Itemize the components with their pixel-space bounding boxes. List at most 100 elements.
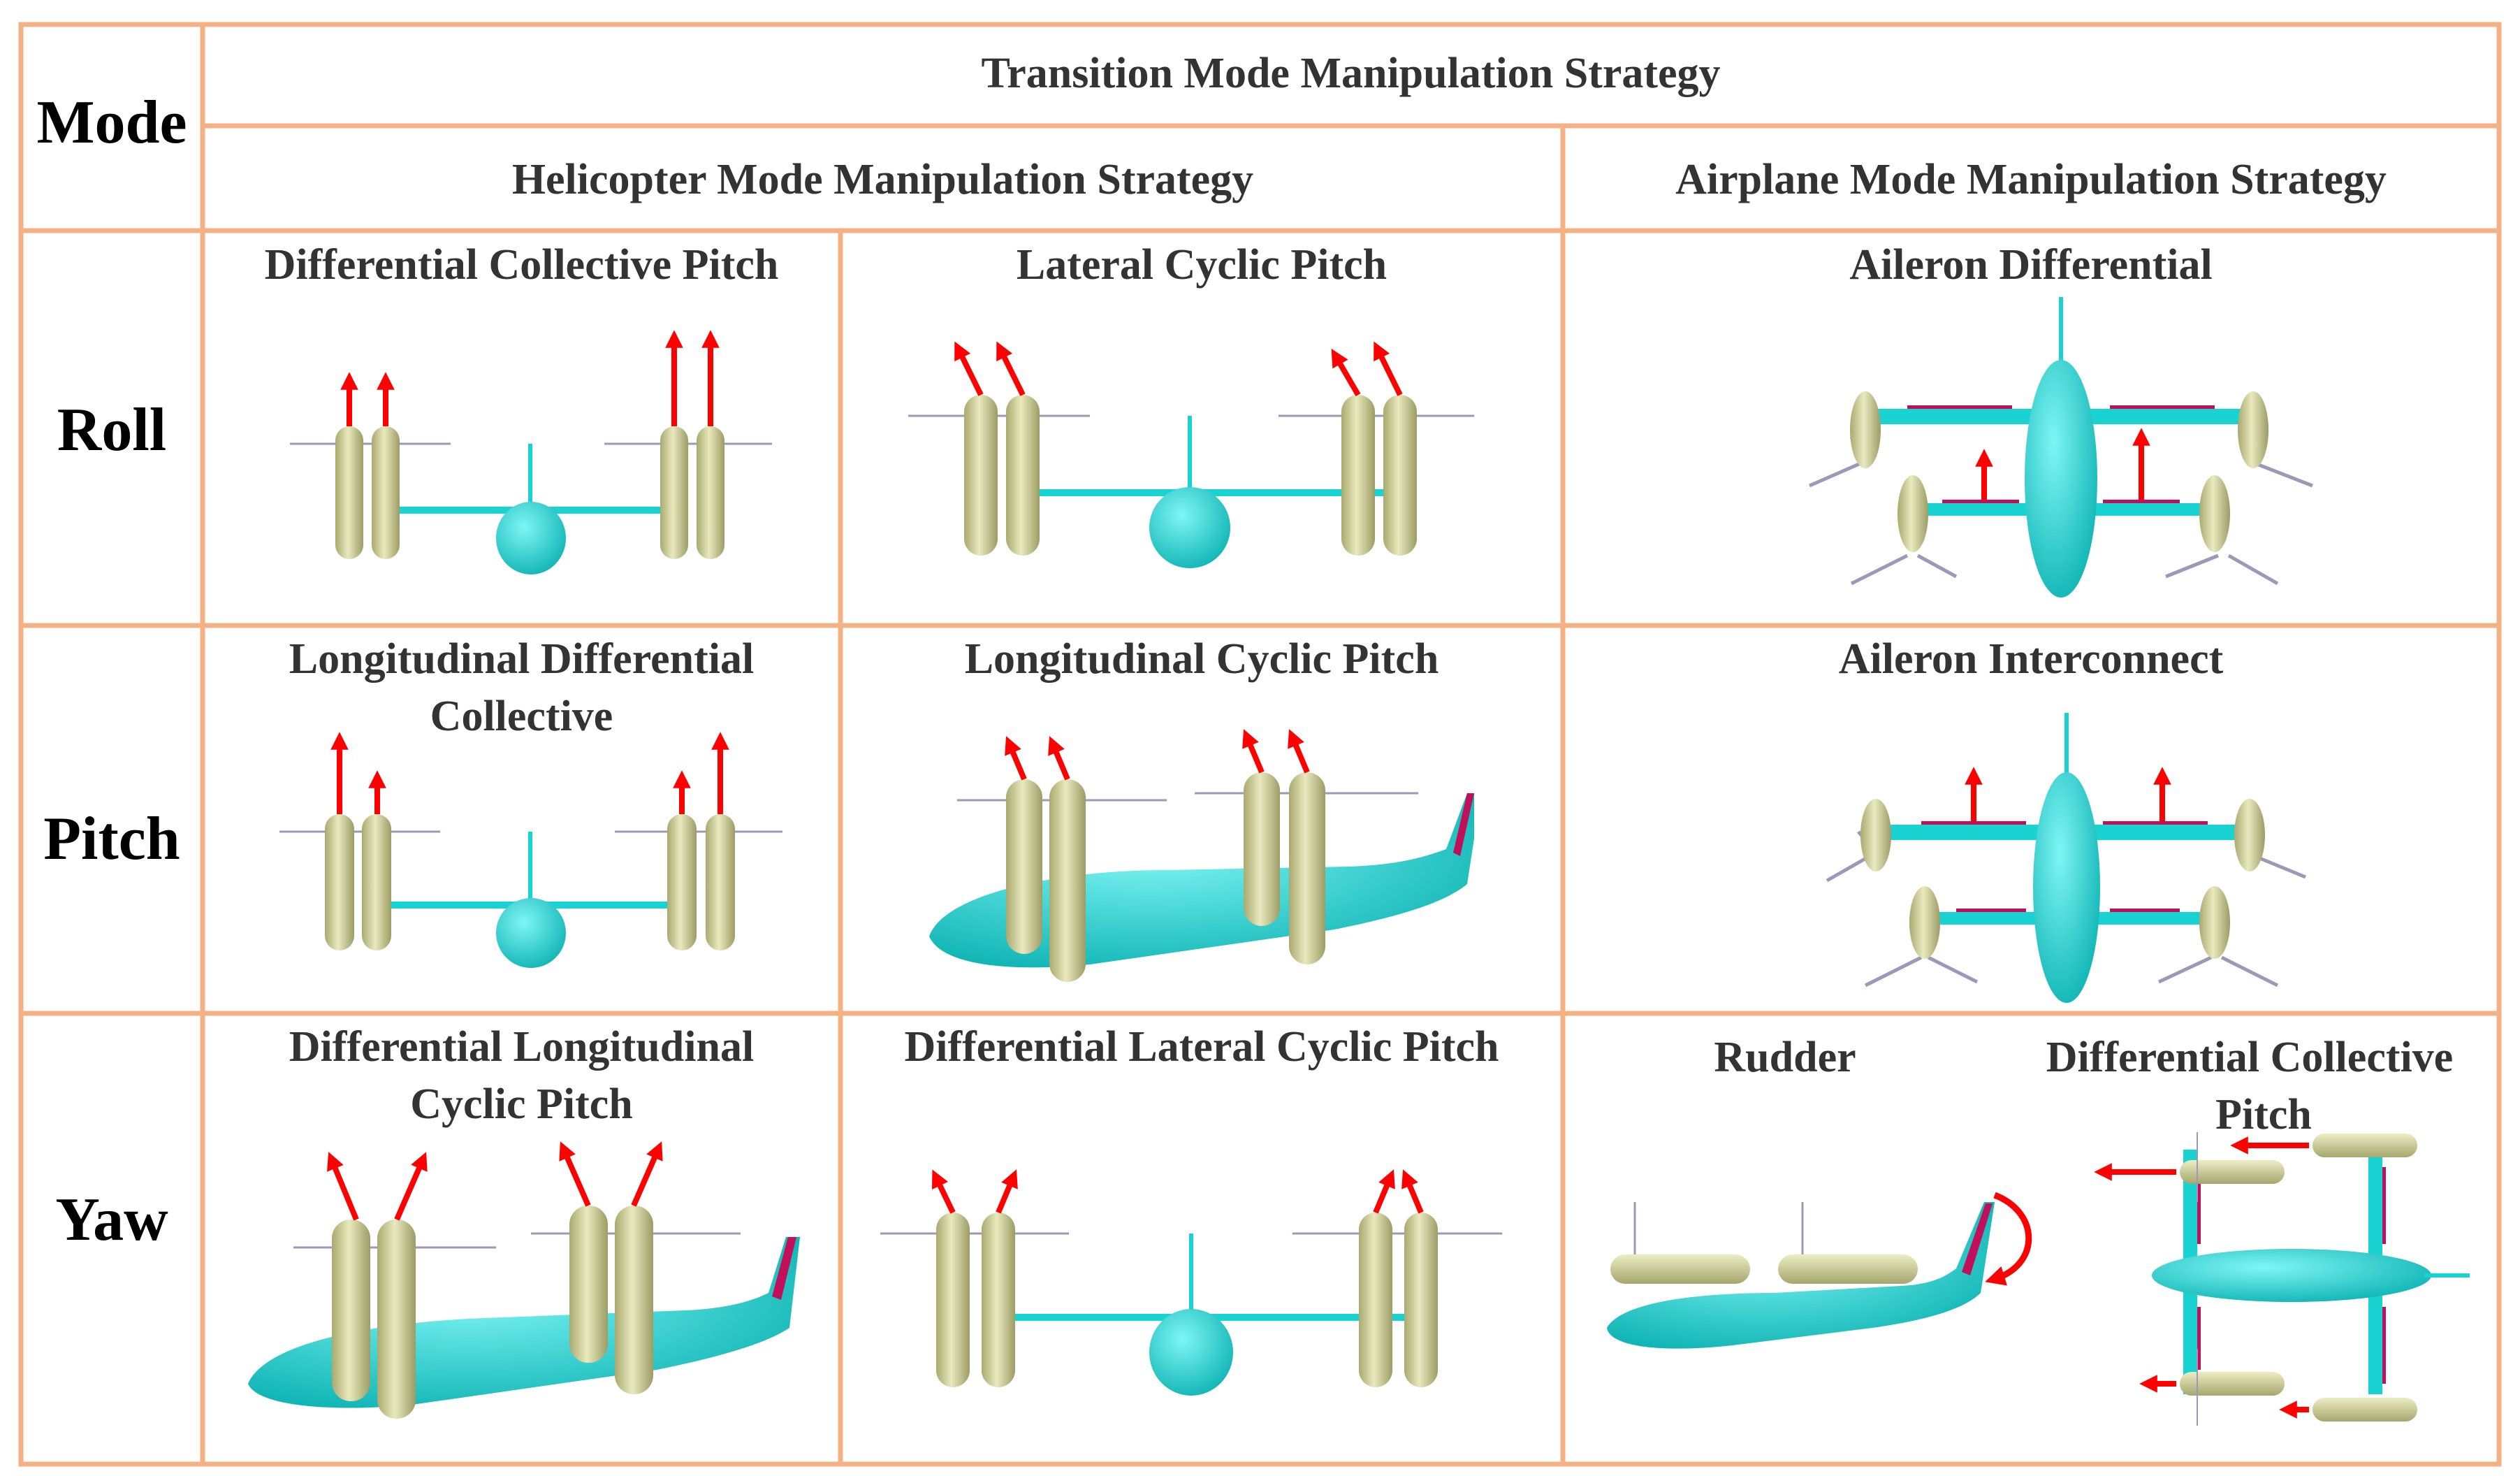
figure-pitch-longitudinal-cyclic <box>929 729 1474 982</box>
rudder <box>1962 1203 1993 1275</box>
aileron <box>1956 909 2026 912</box>
nacelle <box>1359 1213 1392 1387</box>
helicopter-header: Helicopter Mode Manipulation Strategy <box>511 156 1254 203</box>
nacelle <box>982 1213 1015 1387</box>
nacelle <box>1383 395 1417 556</box>
figure-roll-lateral-cyclic <box>908 341 1474 568</box>
aileron <box>2103 821 2208 825</box>
thrust-arrows <box>327 1141 663 1221</box>
caption-roll-col1: Differential Collective Pitch <box>264 241 779 289</box>
figure-yaw-rudder <box>1607 1192 2032 1349</box>
caption-roll-col3: Aileron Differential <box>1849 241 2213 289</box>
nacelle <box>1049 779 1086 982</box>
figure-roll-differential-collective <box>290 330 772 574</box>
aileron <box>2110 909 2180 912</box>
aileron <box>1921 821 2026 825</box>
aileron <box>1907 405 2012 409</box>
lift-arrows <box>1975 428 2150 500</box>
nacelle <box>1289 772 1325 964</box>
aileron <box>2110 405 2215 409</box>
fuselage <box>248 1237 800 1408</box>
nacelle <box>964 395 998 556</box>
nacelle <box>667 814 697 950</box>
aileron <box>2103 500 2180 503</box>
nacelle <box>2199 886 2230 959</box>
fuselage <box>1607 1202 1995 1349</box>
nacelle <box>615 1206 653 1394</box>
transition-header: Transition Mode Manipulation Strategy <box>981 50 1721 97</box>
fuselage <box>496 502 566 574</box>
nacelle <box>569 1206 608 1363</box>
control-surface <box>2382 1167 2386 1244</box>
nacelle <box>2180 1372 2285 1396</box>
nacelle <box>2234 799 2265 871</box>
fuselage <box>1149 487 1230 568</box>
caption-pitch-col2: Longitudinal Cyclic Pitch <box>964 635 1439 683</box>
nacelle <box>1898 475 1928 552</box>
nacelle <box>325 814 354 950</box>
nacelle <box>2313 1134 2417 1157</box>
caption-yaw-col2: Differential Lateral Cyclic Pitch <box>904 1023 1499 1071</box>
caption-yaw-col1-line1: Differential Longitudinal <box>289 1023 755 1071</box>
nacelle <box>362 814 391 950</box>
mode-header: Mode <box>36 89 187 157</box>
thrust-arrows <box>931 1169 1424 1214</box>
tail-fin <box>528 444 532 507</box>
nacelle <box>1341 395 1375 556</box>
figure-roll-aileron-differential <box>1808 297 2313 598</box>
wing-right <box>538 507 678 514</box>
caption-roll-col2: Lateral Cyclic Pitch <box>1016 241 1388 289</box>
nacelle <box>1244 772 1280 926</box>
nacelle <box>2238 391 2268 468</box>
nacelle <box>1860 799 1891 871</box>
figure-pitch-aileron-interconnect <box>1826 713 2306 1003</box>
row-label-yaw: Yaw <box>55 1186 168 1254</box>
airplane-header: Airplane Mode Manipulation Strategy <box>1675 156 2387 203</box>
nacelle <box>335 426 363 559</box>
nacelle <box>377 1220 416 1419</box>
aileron <box>1942 500 2019 503</box>
nacelle <box>2180 1160 2285 1184</box>
thrust-arrows <box>2094 1136 2309 1419</box>
row-label-pitch: Pitch <box>43 805 180 873</box>
fuselage <box>2033 772 2100 1003</box>
nacelle <box>1404 1213 1438 1387</box>
caption-yaw-col3-rudder: Rudder <box>1714 1034 1856 1081</box>
thrust-arrows <box>340 330 720 426</box>
tail-fin <box>1453 793 1474 856</box>
nacelle <box>936 1213 970 1387</box>
nacelle <box>332 1220 370 1401</box>
nacelle <box>1006 779 1042 954</box>
nacelle <box>1778 1254 1918 1284</box>
fuselage <box>496 898 566 968</box>
figure-yaw-differential-collective <box>2094 1132 2470 1426</box>
nacelle <box>1850 391 1881 468</box>
control-surface <box>2197 1307 2201 1370</box>
tail-fin <box>1188 416 1192 493</box>
nacelle <box>1006 395 1040 556</box>
nacelle <box>660 426 688 559</box>
nacelle <box>1909 886 1940 959</box>
control-surface <box>2197 1181 2201 1244</box>
thrust-arrows <box>1005 729 1310 781</box>
thrust-arrows <box>954 341 1403 397</box>
fuselage <box>2025 360 2097 598</box>
fuselage <box>2152 1249 2431 1302</box>
lift-arrows <box>1965 767 2171 821</box>
control-surface <box>2382 1307 2386 1384</box>
thrust-arrows <box>330 732 729 814</box>
nacelle <box>706 814 735 950</box>
nacelle <box>697 426 724 559</box>
wing-left <box>384 507 524 514</box>
fuselage <box>1149 1309 1233 1396</box>
nacelle <box>372 426 400 559</box>
caption-pitch-col3: Aileron Interconnect <box>1838 635 2224 683</box>
caption-pitch-col1-line2: Collective <box>430 693 613 740</box>
rotation-arrow <box>1985 1192 2032 1286</box>
caption-yaw-col3-diff-line2: Pitch <box>2215 1091 2312 1138</box>
caption-pitch-col1-line1: Longitudinal Differential <box>289 635 755 683</box>
caption-yaw-col3-diff-line1: Differential Collective <box>2046 1034 2454 1081</box>
figure-yaw-differential-longitudinal-cyclic <box>248 1141 800 1419</box>
nacelle <box>1610 1254 1750 1284</box>
